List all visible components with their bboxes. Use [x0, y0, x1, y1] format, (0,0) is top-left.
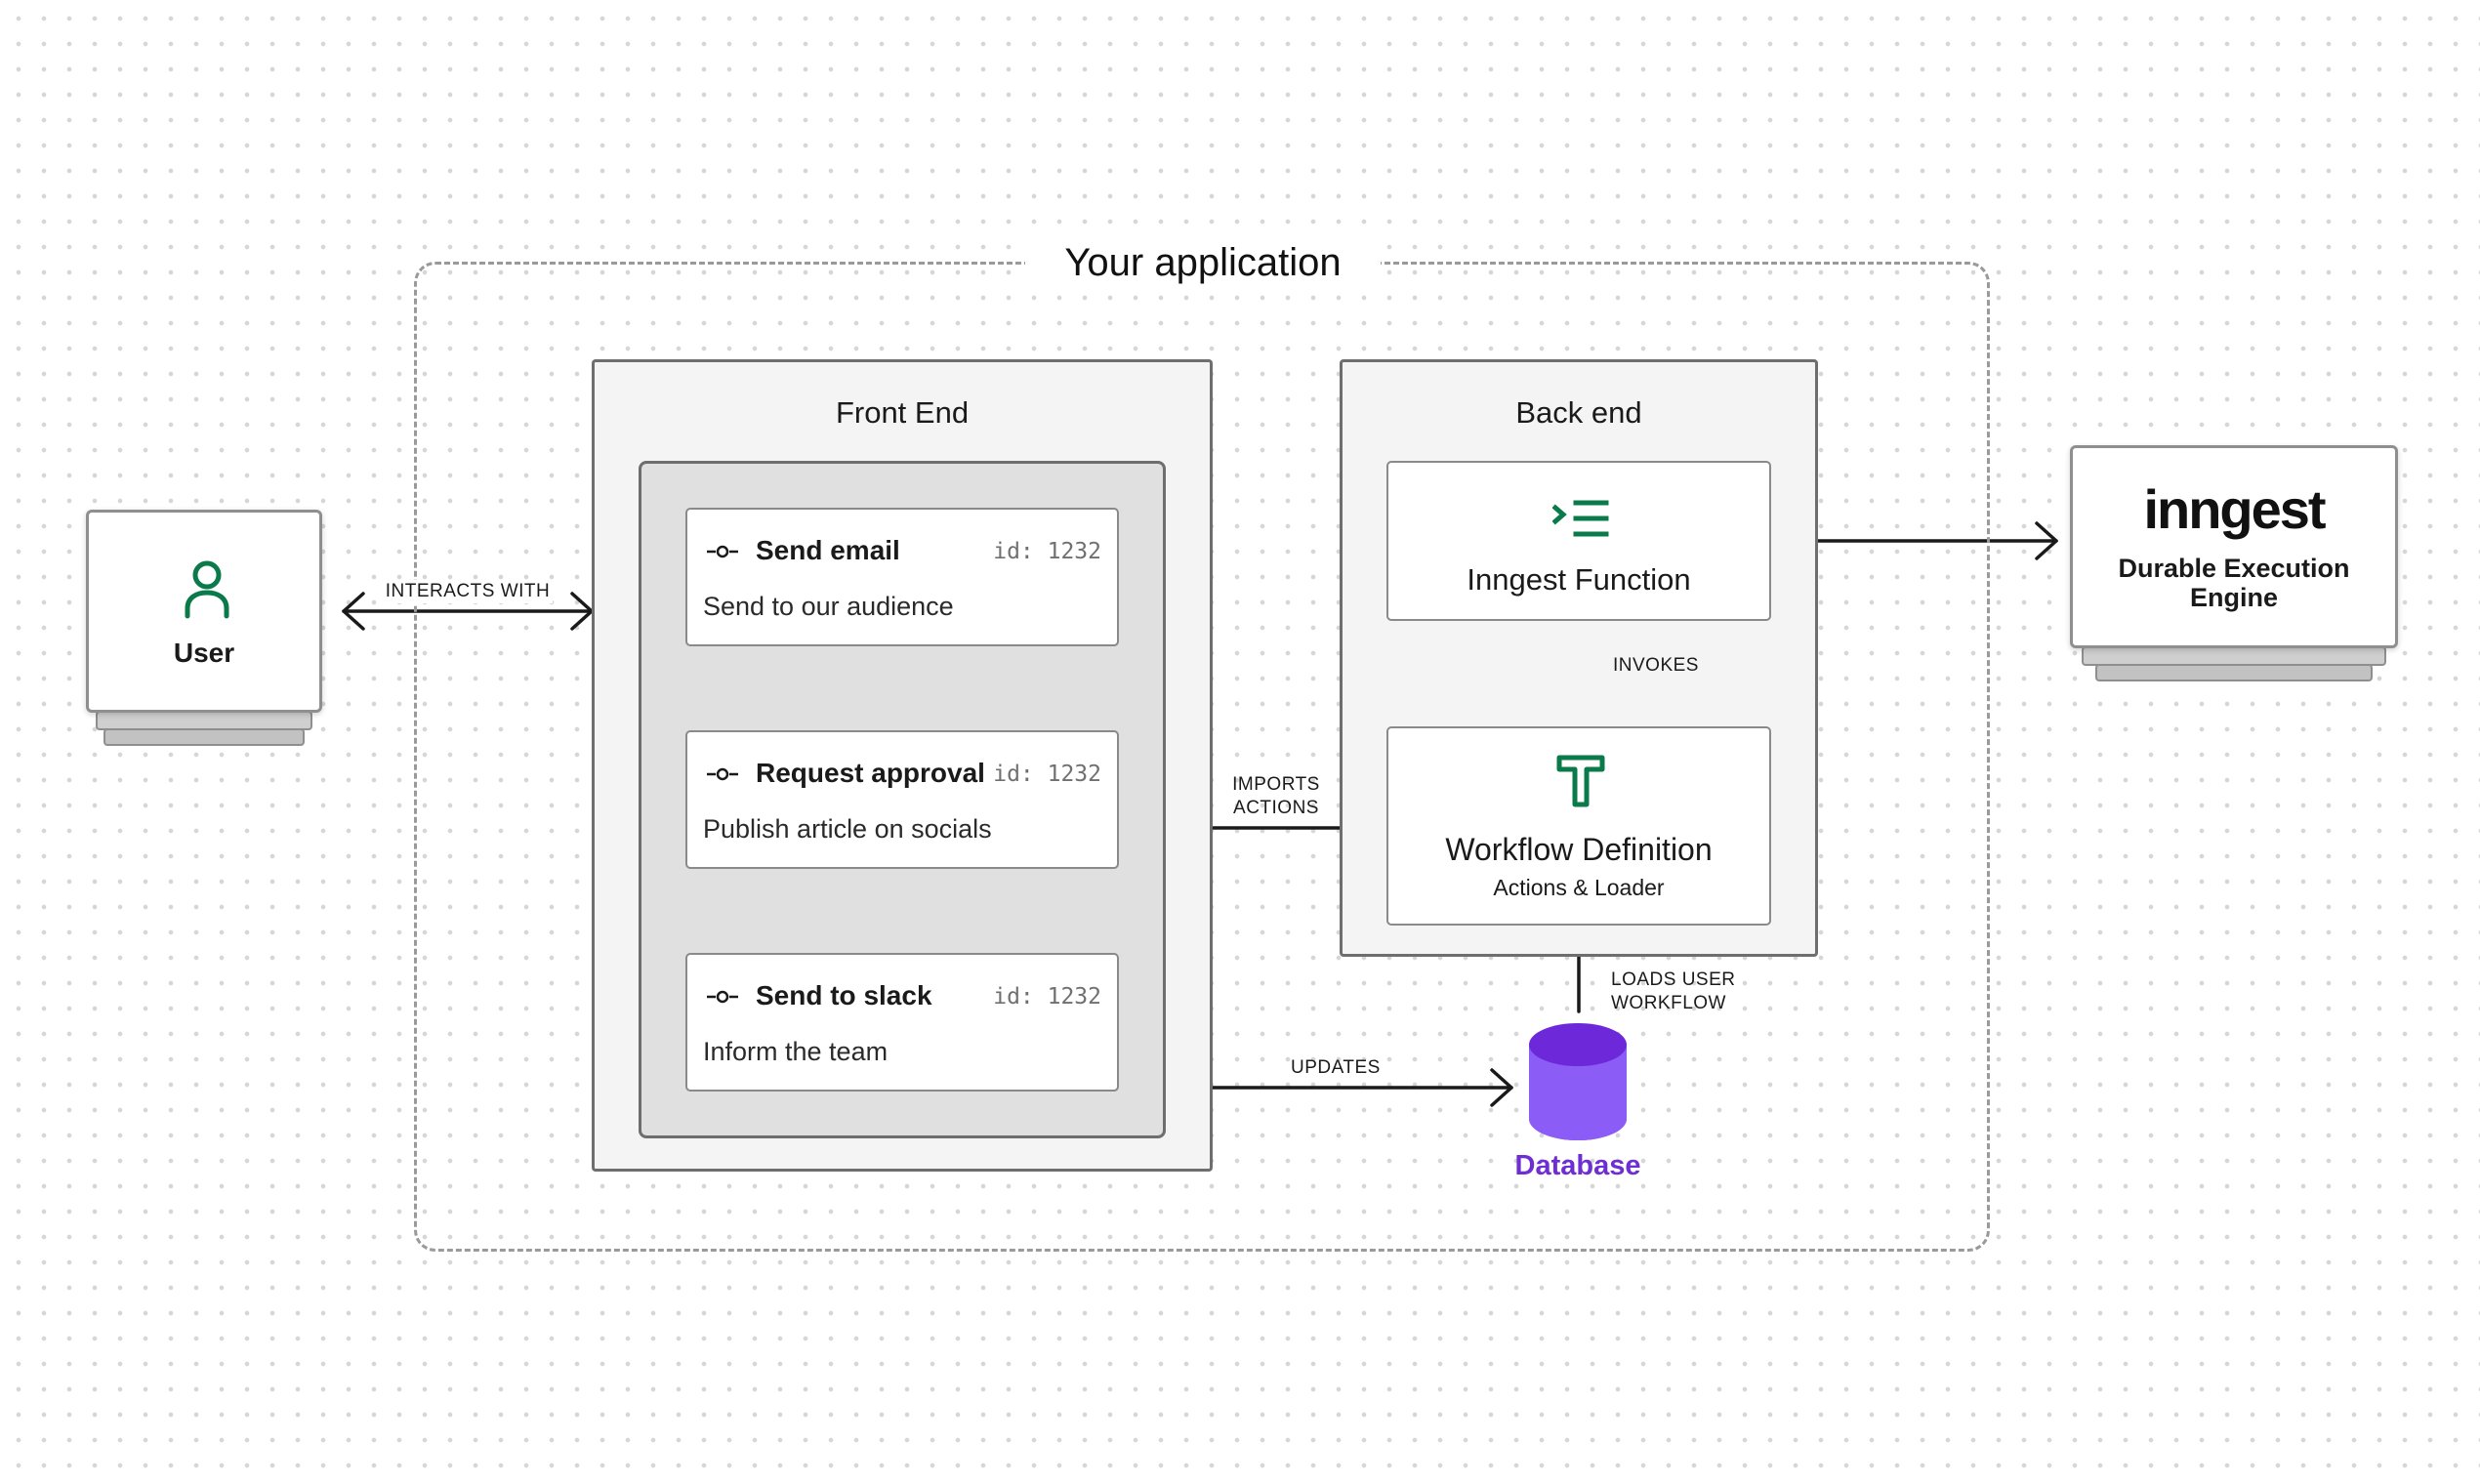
step-title: Send to slack [756, 980, 932, 1010]
interacts-with-label: INTERACTS WITH [383, 580, 553, 603]
database-label: Database [1514, 1150, 1641, 1181]
step-id: id: 1232 [993, 984, 1101, 1010]
engine-link-arrowhead-right [2035, 521, 2058, 560]
engine-subtitle: Durable Execution Engine [2073, 554, 2395, 612]
database-icon[interactable] [1527, 1021, 1629, 1142]
step-description: Send to our audience [703, 592, 954, 621]
engine-device-base-upper [2082, 646, 2386, 666]
updates-label: UPDATES [1291, 1057, 1381, 1078]
inngest-logo: inngest [2143, 478, 2326, 540]
commit-node-icon [707, 545, 738, 558]
workflow-definition-icon [1556, 755, 1605, 807]
invokes-label: INVOKES [1613, 655, 1699, 676]
step-title: Request approval [756, 758, 985, 788]
user-label: User [173, 638, 235, 668]
front-end-title: Front End [835, 395, 970, 430]
application-title: Your application [1025, 232, 1381, 293]
durable-execution-engine-node[interactable]: inngest Durable Execution Engine [2070, 445, 2398, 648]
workflow-definition-title: Workflow Definition [1445, 832, 1713, 867]
interacts-with-arrowhead-left [342, 592, 365, 631]
inngest-function-title: Inngest Function [1467, 562, 1691, 597]
user-device-base-upper [96, 711, 312, 730]
commit-node-icon [707, 990, 738, 1004]
imports-actions-label-line-2: ACTIONS [1233, 798, 1319, 818]
updates-arrowhead [1490, 1068, 1513, 1107]
step-card-send-to-slack[interactable]: Send to slack id: 1232 Inform the team [685, 953, 1119, 1092]
engine-subtitle-line-2: Engine [2189, 583, 2278, 612]
step-card-request-approval[interactable]: Request approval id: 1232 Publish articl… [685, 730, 1119, 869]
loads-user-workflow-label-line-2: WORKFLOW [1611, 993, 1726, 1013]
step-id: id: 1232 [993, 539, 1101, 564]
user-node[interactable]: User [86, 510, 322, 713]
user-device-base-lower [103, 728, 305, 746]
inngest-function-icon [1552, 500, 1609, 537]
step-card-send-email[interactable]: Send email id: 1232 Send to our audience [685, 508, 1119, 646]
imports-actions-label: IMPORTS ACTIONS [1222, 773, 1330, 820]
step-description: Inform the team [703, 1037, 889, 1066]
loads-user-workflow-label: LOADS USER WORKFLOW [1611, 969, 1735, 1015]
commit-node-icon [707, 767, 738, 781]
step-id: id: 1232 [993, 762, 1101, 787]
inngest-function-card[interactable]: Inngest Function [1386, 461, 1771, 621]
back-end-title: Back end [1515, 395, 1642, 430]
engine-device-base-lower [2095, 664, 2373, 681]
workflow-definition-subtitle: Actions & Loader [1493, 875, 1665, 900]
workflow-definition-card[interactable]: Workflow Definition Actions & Loader [1386, 726, 1771, 926]
engine-subtitle-line-1: Durable Execution [2118, 554, 2350, 583]
step-title: Send email [756, 535, 900, 565]
imports-actions-label-line-1: IMPORTS [1232, 774, 1320, 795]
loads-user-workflow-label-line-1: LOADS USER [1611, 969, 1736, 990]
user-icon [185, 560, 229, 619]
step-description: Publish article on socials [703, 814, 992, 844]
